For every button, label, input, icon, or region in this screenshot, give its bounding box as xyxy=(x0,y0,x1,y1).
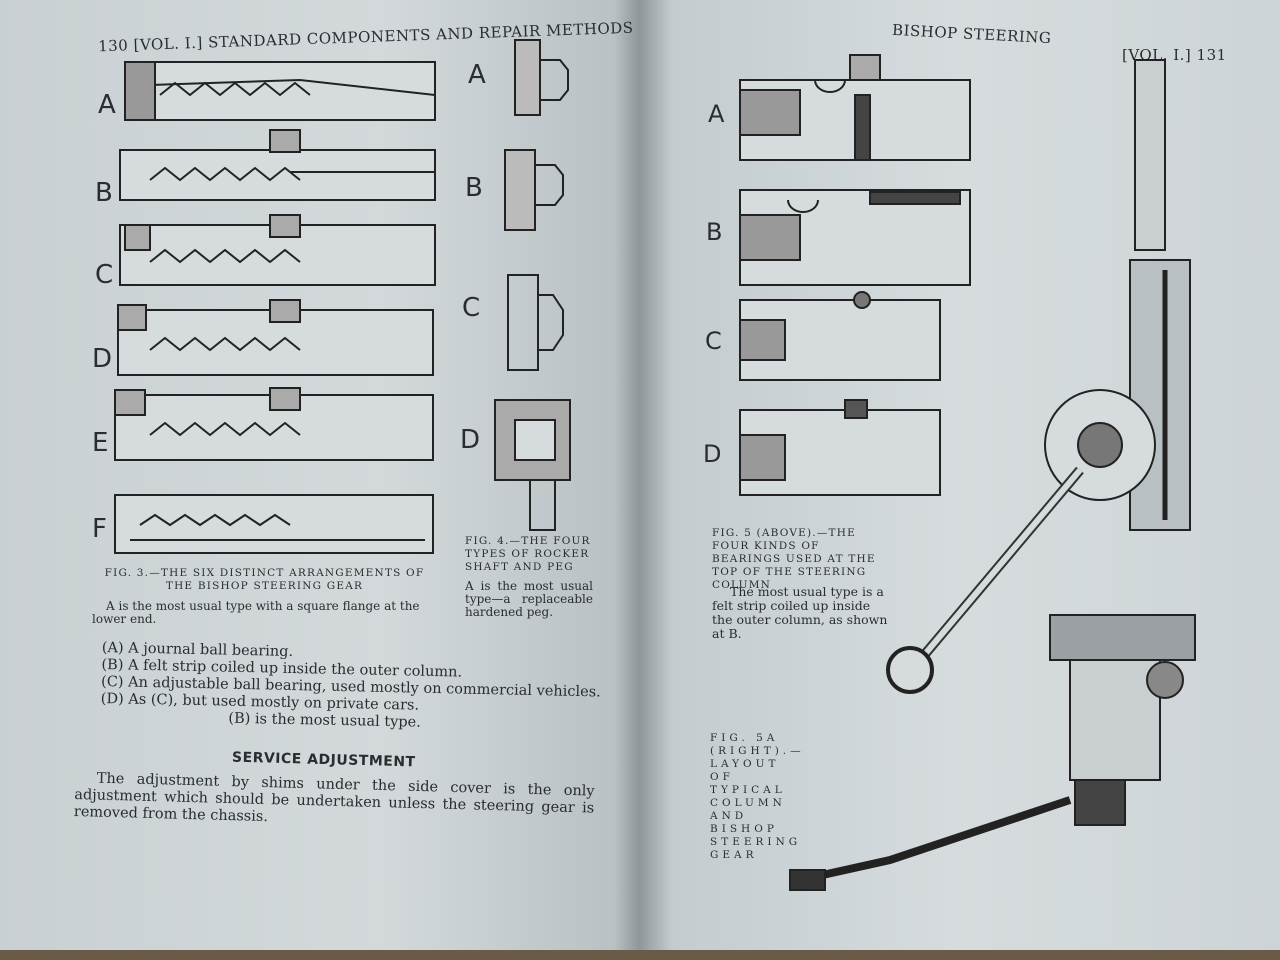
fig4-drawing-b xyxy=(504,149,564,231)
fig4-label-a: A xyxy=(468,60,486,90)
fig5-fig5a-drawings xyxy=(739,54,1196,891)
fig4-drawing-d xyxy=(494,399,571,531)
fig3-label-e: E xyxy=(92,428,109,458)
fig5-caption: Fig. 5 (above).—The four kinds of bearin… xyxy=(712,527,876,591)
fig3-drawing-f xyxy=(114,494,434,554)
fig5-drawing-b xyxy=(739,189,971,286)
fig5-label-a: A xyxy=(708,100,725,128)
fig4-caption: Fig. 4.—The four types of rocker shaft a… xyxy=(465,535,591,573)
fig5-label-c: C xyxy=(705,327,722,355)
fig3-fig4-drawings xyxy=(114,39,571,554)
fig4-drawing-c xyxy=(507,274,564,371)
fig3-label-f: F xyxy=(92,514,107,544)
left-page: 130 [VOL. I.] STANDARD COMPONENTS AND RE… xyxy=(0,0,640,950)
fig3-drawing-a xyxy=(124,61,436,121)
fig3-label-a: A xyxy=(98,90,116,120)
fig3-drawing-e xyxy=(114,387,434,461)
fig5a-column xyxy=(1129,59,1191,531)
fig3-label-b: B xyxy=(95,178,113,208)
right-page: BISHOP STEERING [VOL. I.] 131 A B C D Fi… xyxy=(640,0,1280,950)
fig4-label-b: B xyxy=(465,173,483,203)
fig3-drawing-d xyxy=(117,299,434,376)
fig5-note: The most usual type is a felt strip coil… xyxy=(712,584,888,641)
fig3-caption: Fig. 3.—The six distinct arrangements of… xyxy=(104,567,425,592)
fig5-drawing-d xyxy=(739,399,941,496)
fig5-drawing-c xyxy=(739,291,941,381)
fig5-drawing-a xyxy=(739,54,971,161)
fig3-label-d: D xyxy=(92,344,113,374)
fig3-label-c: C xyxy=(95,260,114,290)
fig5a-drop-arm xyxy=(886,389,1156,694)
page-number: 131 xyxy=(1196,46,1227,64)
fig5-label-d: D xyxy=(703,440,722,468)
fig5a-gearbox xyxy=(789,614,1196,891)
fig3-drawing-c xyxy=(119,214,436,286)
fig4-note: A is the most usual type—a replaceable h… xyxy=(465,579,593,619)
fig5-label-b: B xyxy=(706,218,723,246)
fig5a-caption: Fig. 5A (right).—Layout of typical colum… xyxy=(710,732,805,861)
fig4-label-d: D xyxy=(460,425,481,455)
fig4-drawing-a xyxy=(514,39,569,116)
fig3-drawing-b xyxy=(119,129,436,201)
bearing-list: (A) A journal ball bearing. (B) A felt s… xyxy=(100,640,602,735)
fig4-label-c: C xyxy=(462,293,481,323)
fig3-note: A is the most usual type with a square f… xyxy=(92,599,420,626)
